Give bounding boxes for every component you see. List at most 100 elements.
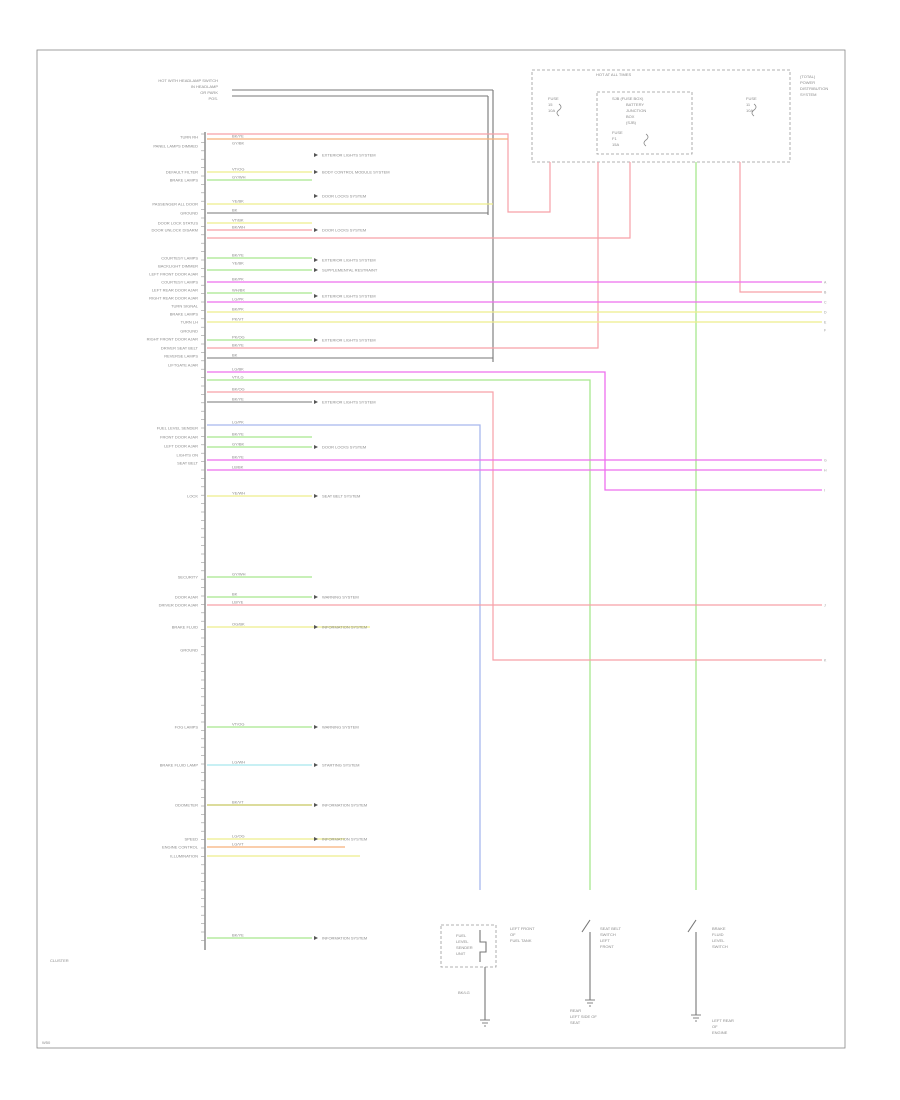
pin-label: PASSENGER ALL DOOR	[152, 202, 198, 207]
headlamp-note-line-3: OR PARK	[200, 90, 218, 95]
connector-pins	[201, 133, 205, 941]
brake-fluid-line-2: FLUID	[712, 932, 724, 937]
module-note: INFORMATION SYSTEM	[322, 936, 367, 941]
fuel-sender-line-1: FUEL	[456, 933, 467, 938]
connector-ref: J	[824, 604, 826, 608]
wire-color-label: LB/BK	[232, 465, 244, 470]
pin-label: DEFAULT FILTER	[166, 170, 198, 175]
wire-color-label: PK/OG	[232, 335, 245, 340]
pin-label: RIGHT REAR DOOR AJAR	[149, 296, 198, 301]
seat-belt-line-3: LEFT	[600, 938, 610, 943]
wire-color-label: BK/YE	[232, 933, 244, 938]
sjb-left-fuse-2: 15	[548, 102, 553, 107]
sjb-inner-line-2: JUNCTION	[626, 108, 646, 113]
sjb-outline	[531, 69, 791, 163]
wire-color-label: BK/YE	[232, 432, 244, 437]
pin-label: LEFT DOOR AJAR	[164, 444, 198, 449]
wire-color-label: LG/PK	[232, 420, 244, 425]
arrow-icon	[314, 595, 318, 599]
pin-label: ENGINE CONTROL	[162, 845, 199, 850]
wire-color-label: LG/PK	[232, 297, 244, 302]
pin-label: LEFT FRONT DOOR AJAR	[149, 272, 198, 277]
module-note: EXTERIOR LIGHTS SYSTEM	[322, 153, 376, 158]
wire-color-label: LB/YE	[232, 600, 244, 605]
sjb-side-note-3: DISTRIBUTION	[800, 86, 828, 91]
module-note: EXTERIOR LIGHTS SYSTEM	[322, 294, 376, 299]
fuel-sender-line-3: SENDER	[456, 945, 473, 950]
pin-label: DOOR AJAR	[175, 595, 198, 600]
pin-label: BRAKE LAMPS	[170, 178, 199, 183]
wire-color-label: BK	[232, 208, 238, 213]
sjb-right-fuse-3: 10A	[746, 108, 753, 113]
connector-ref: F	[824, 329, 826, 333]
wire-color-label: VT/LG	[232, 375, 244, 380]
sjb-left-fuse-3: 10A	[548, 108, 555, 113]
sjb-center-fuse-3: 15A	[612, 142, 619, 147]
wire-color-label: LG/BK	[232, 367, 244, 372]
fuse-symbols	[556, 103, 757, 147]
arrow-icon	[314, 803, 318, 807]
sjb-center-fuse-2: F1	[612, 136, 617, 141]
headlamp-note: HOT WITH HEADLAMP SWITCH IN HEADLAMP OR …	[158, 78, 218, 101]
sjb-inner-box	[596, 91, 693, 155]
sjb-inner-line-3: BOX	[626, 114, 635, 119]
diagram-code: W50	[42, 1040, 51, 1045]
connector-ref: G	[824, 459, 827, 463]
arrow-icon	[314, 268, 318, 272]
module-note: EXTERIOR LIGHTS SYSTEM	[322, 400, 376, 405]
sjb-inner-title: SJB (FUSE BOX)	[612, 96, 644, 101]
wire-color-label: BK/PK	[232, 307, 244, 312]
arrow-icon	[314, 338, 318, 342]
fuel-sender-line-4: UNIT	[456, 951, 466, 956]
brake-fluid-line-1: BRAKE	[712, 926, 726, 931]
wire-color-label: BK/OG	[232, 387, 245, 392]
headlamp-note-line-4: POS.	[208, 96, 218, 101]
fuel-sender-note-3: FUEL TANK	[510, 938, 532, 943]
pin-label: FRONT DOOR AJAR	[160, 435, 198, 440]
connector-ref: E	[824, 321, 827, 325]
module-note: WARNING SYSTEM	[322, 595, 359, 600]
seat-belt-note-2: LEFT SIDE OF	[570, 1014, 597, 1019]
brake-fluid-note-3: ENGINE	[712, 1030, 728, 1035]
sjb-inner-line-4: (SJB)	[626, 120, 637, 125]
pin-label: SPEED	[184, 837, 198, 842]
arrow-icon	[314, 228, 318, 232]
pin-label: BRAKE LAMPS	[170, 312, 199, 317]
pin-label: BRAKE FLUID LAMP	[160, 763, 199, 768]
module-note: DOOR LOCKS SYSTEM	[322, 445, 366, 450]
module-note: SEAT BELT SYSTEM	[322, 494, 360, 499]
sjb-side-note-4: SYSTEM	[800, 92, 816, 97]
wire-color-label: GY/WH	[232, 175, 246, 180]
arrow-icon	[314, 194, 318, 198]
arrow-icon	[314, 170, 318, 174]
arrow-icon	[314, 837, 318, 841]
module-note-group: EXTERIOR LIGHTS SYSTEM BODY CONTROL MODUL…	[314, 153, 390, 941]
wire-color-label: GY/WH	[232, 572, 246, 577]
wire-color-label: BK/YE	[232, 253, 244, 258]
pin-label: ILLUMINATION	[170, 854, 198, 859]
diagram-frame	[36, 49, 846, 1049]
wire-color-label: WH/BK	[232, 288, 245, 293]
pin-label: GROUND	[180, 648, 198, 653]
wire-color-label: BK/YE	[232, 134, 244, 139]
pin-label: RIGHT FRONT DOOR AJAR	[147, 337, 199, 342]
arrow-icon	[314, 294, 318, 298]
arrow-icon	[314, 625, 318, 629]
pin-label: SECURITY	[178, 575, 199, 580]
module-note: WARNING SYSTEM	[322, 725, 359, 730]
cluster-label: CLUSTER	[50, 958, 69, 963]
module-note: INFORMATION SYSTEM	[322, 625, 367, 630]
arrow-icon	[314, 445, 318, 449]
sjb-side-note-2: POWER	[800, 80, 815, 85]
wire-color-label: GY/BK	[232, 141, 245, 146]
wire-color-label: OG/BK	[232, 622, 245, 627]
module-note: INFORMATION SYSTEM	[322, 803, 367, 808]
wire-color-label: YE/WH	[232, 491, 245, 496]
module-note: BODY CONTROL MODULE SYSTEM	[322, 170, 390, 175]
sjb-left-fuse-1: FUSE	[548, 96, 559, 101]
wire-color-label: YE/BK	[232, 199, 244, 204]
arrow-icon	[314, 725, 318, 729]
wire-color-label: BK/VT	[232, 800, 244, 805]
seat-belt-note-3: SEAT	[570, 1020, 581, 1025]
